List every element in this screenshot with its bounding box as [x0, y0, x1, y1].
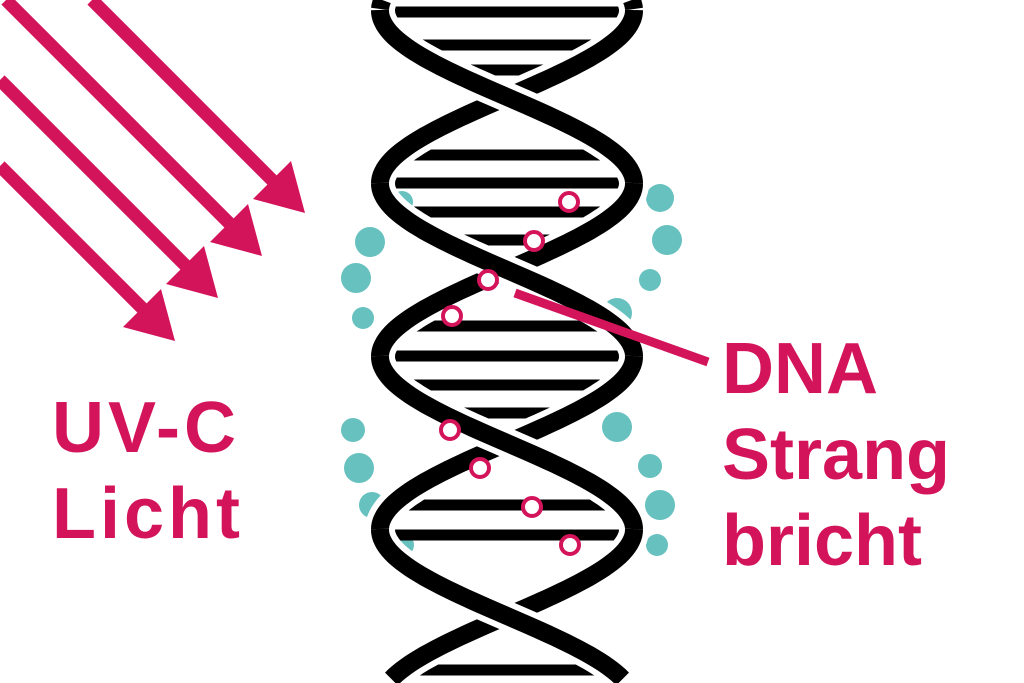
teal-dot [355, 227, 385, 257]
dna-strand [385, 528, 643, 683]
arrow-head [166, 246, 218, 298]
dna-strand-breaks-label: DNA Strang bricht [722, 326, 950, 584]
strand-break-marker [469, 457, 491, 479]
dna-strand [371, 9, 643, 185]
label-line: Strang [722, 415, 951, 495]
teal-dot [646, 534, 668, 556]
dna-strand [371, 0, 391, 11]
strand-break-marker [559, 534, 581, 556]
strand-break-marker [558, 191, 580, 213]
strand-break-marker [477, 269, 499, 291]
teal-dot [341, 418, 365, 442]
arrow-shaft [0, 75, 193, 273]
dna-strand [623, 0, 643, 11]
strand-break-marker [523, 230, 545, 252]
label-pointer-line [513, 288, 710, 367]
arrow-shaft [87, 0, 280, 188]
strand-break-marker [521, 496, 543, 518]
teal-dot [639, 269, 661, 291]
dna-strand [371, 355, 643, 531]
teal-dot [652, 225, 682, 255]
teal-dot [645, 490, 675, 520]
teal-dot [341, 263, 371, 293]
label-line: bricht [722, 501, 923, 581]
teal-dot [352, 307, 374, 329]
dna-strand [371, 528, 629, 683]
label-line: DNA [722, 329, 878, 409]
teal-dot [344, 453, 374, 483]
arrow-shaft [0, 161, 150, 316]
strand-break-markers [439, 191, 581, 556]
arrow-head [253, 161, 305, 213]
strand-break-marker [439, 419, 461, 441]
uv-light-arrows [0, 0, 305, 341]
teal-dot [602, 412, 632, 442]
teal-dot [638, 454, 662, 478]
arrow-shaft [1, 0, 237, 231]
arrow-head [210, 204, 262, 256]
label-line: Licht [52, 474, 244, 554]
uv-c-light-label: UV-C Licht [52, 385, 244, 557]
arrow-head [123, 289, 175, 341]
teal-dot [646, 184, 674, 212]
dna-helix [365, 0, 649, 683]
strand-break-marker [441, 305, 463, 327]
label-line: UV-C [52, 388, 241, 468]
